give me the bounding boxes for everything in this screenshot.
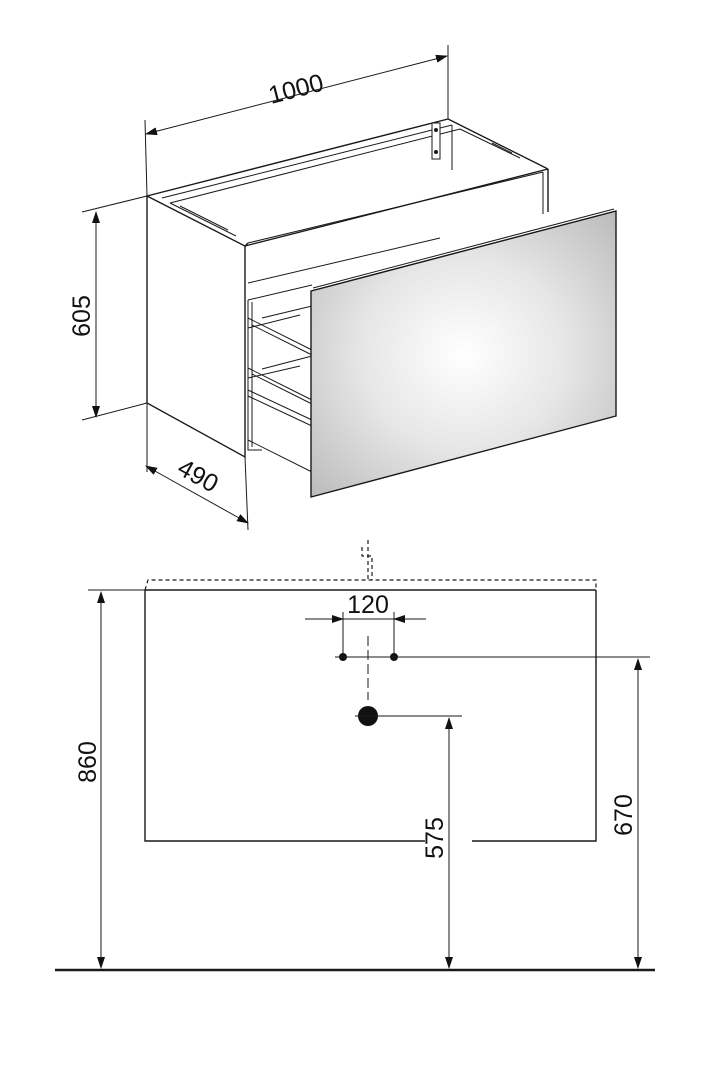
- dimension-total-height: 860: [74, 589, 145, 969]
- drain-height-label: 575: [421, 817, 449, 859]
- isometric-cabinet-view: 1000 605 490: [68, 45, 617, 531]
- height-label: 605: [68, 295, 96, 337]
- supply-height-label: 670: [610, 794, 638, 836]
- dimension-width: 1000: [144, 45, 449, 197]
- dimension-depth: 490: [145, 403, 249, 531]
- dimension-hole-spacing: 120: [305, 591, 426, 657]
- dimension-supply-height: 670: [610, 658, 642, 969]
- drawer-front-panel: [310, 210, 617, 498]
- hole-spacing-label: 120: [347, 591, 389, 619]
- cabinet-carcass: [146, 118, 549, 473]
- depth-label: 490: [173, 454, 223, 499]
- countertop-outline: [144, 579, 597, 591]
- cabinet-front-outline: [144, 590, 425, 842]
- dimension-drain-height: 575: [421, 717, 453, 969]
- total-height-label: 860: [74, 741, 102, 783]
- front-elevation-view: 120 860 575 670: [55, 540, 655, 972]
- dimension-height: 605: [68, 195, 148, 421]
- width-label: 1000: [266, 69, 327, 110]
